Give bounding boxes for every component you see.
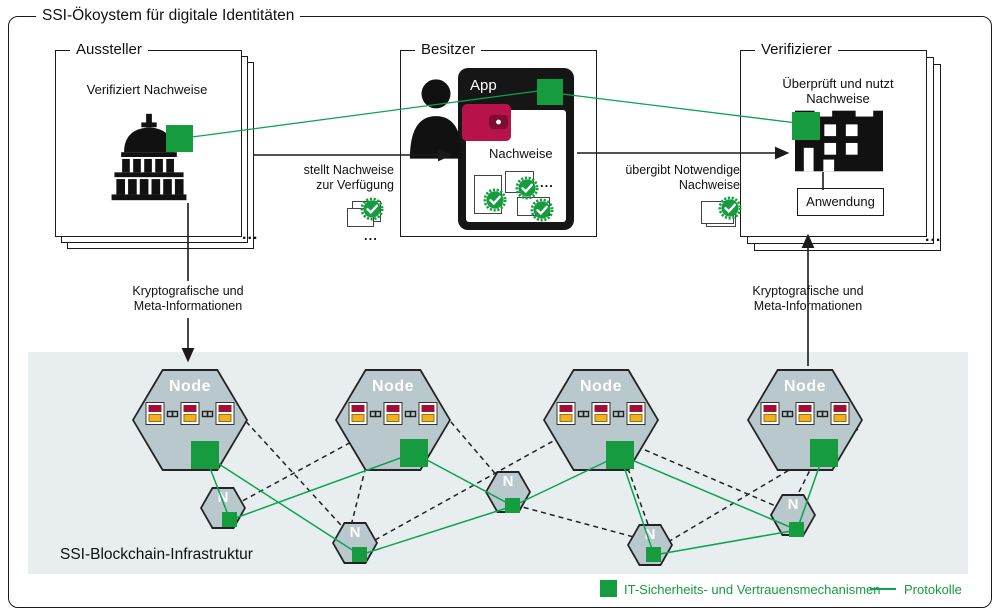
holder-label: Besitzer: [415, 42, 482, 58]
chain-link-icon: [166, 410, 179, 417]
present-flow-line2: Nachweise: [678, 178, 740, 192]
blockchain-block: [145, 402, 165, 425]
small-node-security-square: [789, 522, 804, 537]
app-label: App: [470, 77, 497, 94]
blockchain-block: [215, 402, 235, 425]
issue-flow-label: stellt Nachweise zur Verfügung: [262, 163, 394, 193]
present-flow-label: übergibt Notwendige Nachweise: [598, 163, 740, 193]
chain-link-icon: [404, 410, 417, 417]
node-label: Node: [372, 378, 414, 395]
verifier-label: Verifizierer: [755, 42, 838, 58]
blockchain-block: [418, 402, 438, 425]
node-label: Node: [169, 378, 211, 395]
issuer-security-square: [166, 125, 193, 152]
verifier-caption-line1: Überprüft und nutzt: [782, 76, 894, 91]
blockchain-block: [180, 402, 200, 425]
blockchain-block: [626, 402, 646, 425]
blockchain-block: [383, 402, 403, 425]
blockchain-block: [795, 402, 815, 425]
infrastructure-label: SSI-Blockchain-Infrastruktur: [60, 546, 253, 563]
person-icon: [409, 79, 463, 159]
holder-security-square: [537, 79, 563, 105]
credentials-title: Nachweise: [489, 146, 553, 161]
capitol-icon: [111, 113, 187, 201]
crypto-right-line2: Meta-Informationen: [753, 299, 863, 313]
chain-link-icon: [781, 410, 794, 417]
crypto-right-line1: Kryptografische und: [752, 284, 864, 298]
diagram-title: SSI-Ökoystem für digitale Identitäten: [36, 8, 301, 24]
node-label: Node: [784, 378, 826, 395]
flow-doc-ellipsis: ...: [364, 228, 378, 243]
app-docs-ellipsis: ...: [540, 175, 554, 190]
legend-protocol-label: Protokolle: [904, 582, 962, 597]
issuer-caption: Verifiziert Nachweise: [86, 82, 208, 97]
check-seal-icon: [360, 197, 384, 221]
issue-flow-line2: zur Verfügung: [316, 178, 394, 192]
blockchain-block: [556, 402, 576, 425]
small-node-security-square: [505, 498, 520, 513]
blockchain-block: [348, 402, 368, 425]
issuer-stack-ellipsis: ...: [242, 226, 259, 243]
block-row: [556, 402, 646, 425]
present-flow-line1: übergibt Notwendige: [625, 163, 740, 177]
chain-link-icon: [816, 410, 829, 417]
chain-link-icon: [577, 410, 590, 417]
node-security-square: [191, 441, 219, 469]
verifier-stack-ellipsis: ...: [925, 228, 942, 245]
verifier-caption: Überprüft und nutzt Nachweise: [758, 76, 918, 106]
chain-link-icon: [201, 410, 214, 417]
wallet-icon: [462, 104, 511, 141]
blockchain-block: [760, 402, 780, 425]
node-security-square: [810, 439, 838, 467]
blockchain-block: [830, 402, 850, 425]
legend-security-square: [600, 580, 617, 597]
block-row: [760, 402, 850, 425]
node-security-square: [400, 439, 428, 467]
legend-protocol-line: [870, 588, 896, 590]
crypto-label-right: Kryptografische und Meta-Informationen: [728, 284, 888, 314]
issue-flow-line1: stellt Nachweise: [303, 163, 394, 177]
check-seal-icon: [483, 188, 507, 212]
verifier-caption-line2: Nachweise: [806, 91, 870, 106]
crypto-left-line2: Meta-Informationen: [133, 299, 243, 313]
issuer-label: Aussteller: [70, 42, 148, 58]
legend-security-label: IT-Sicherheits- und Vertrauensmechanisme…: [624, 582, 881, 597]
verifier-security-square: [792, 112, 820, 140]
node-security-square: [606, 441, 634, 469]
blockchain-block: [591, 402, 611, 425]
small-node-security-square: [646, 547, 661, 562]
crypto-label-left: Kryptografische und Meta-Informationen: [108, 284, 268, 314]
check-seal-icon: [530, 198, 554, 222]
application-box: Anwendung: [797, 188, 884, 216]
small-node-security-square: [222, 512, 237, 527]
diagram-frame: [8, 16, 992, 608]
check-seal-icon: [718, 196, 742, 220]
crypto-left-line1: Kryptografische und: [132, 284, 244, 298]
small-node-security-square: [352, 547, 367, 562]
block-row: [145, 402, 235, 425]
chain-link-icon: [612, 410, 625, 417]
block-row: [348, 402, 438, 425]
chain-link-icon: [369, 410, 382, 417]
node-label: Node: [580, 378, 622, 395]
check-seal-icon: [515, 176, 539, 200]
